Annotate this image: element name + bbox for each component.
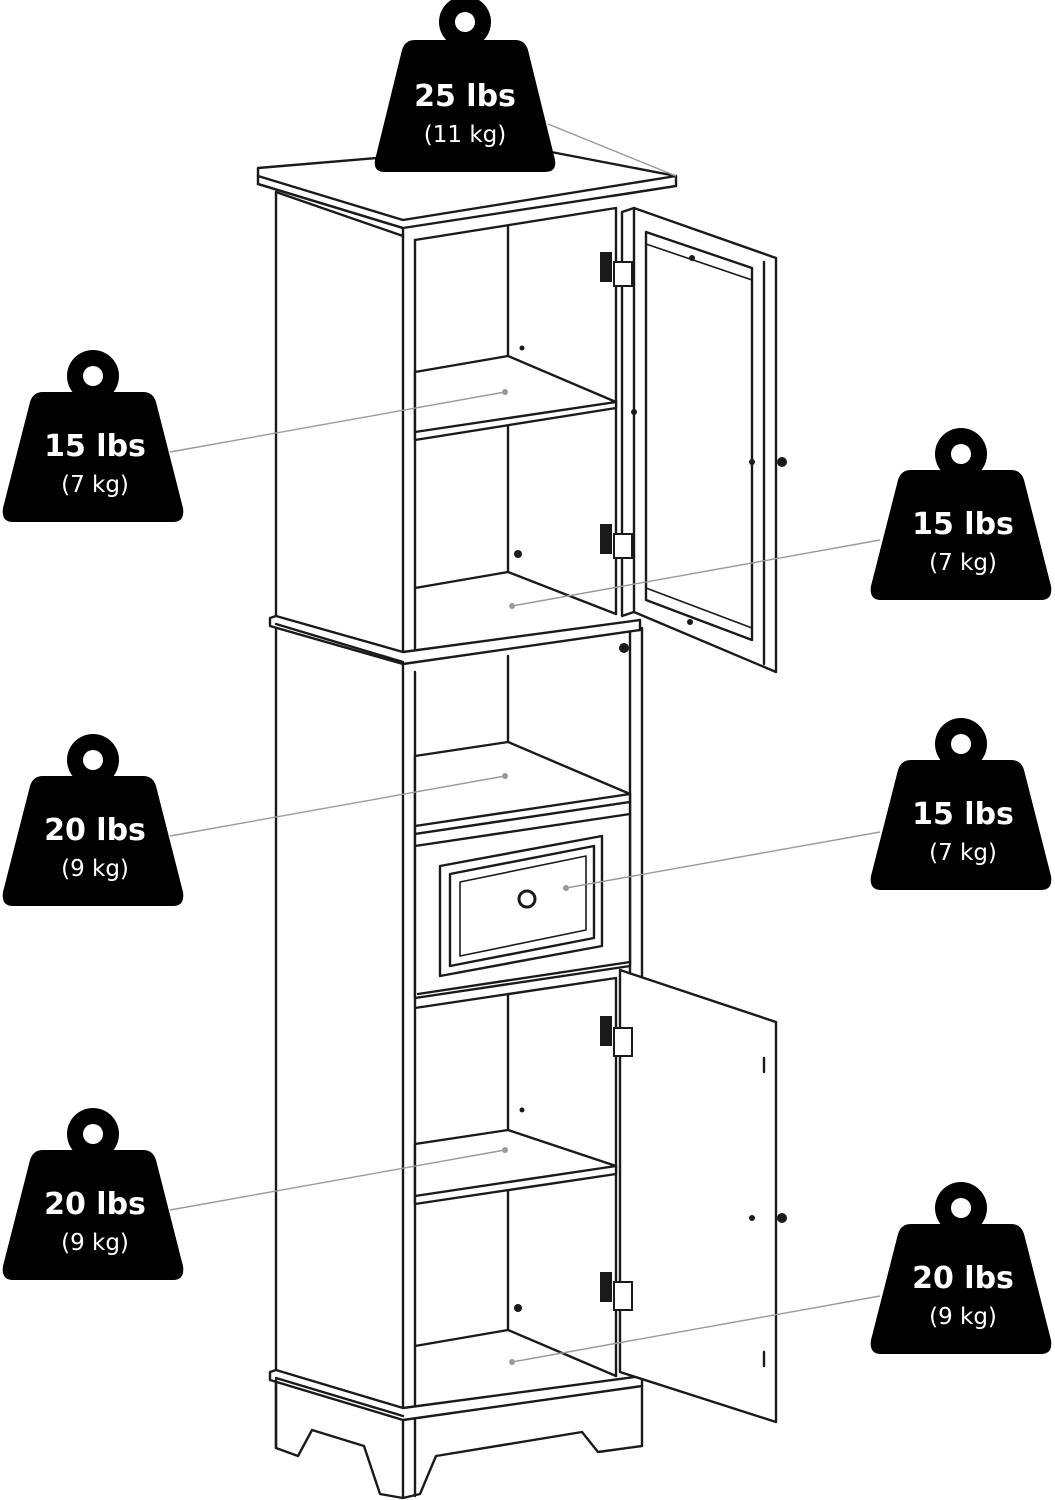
upper-door-knob[interactable] [777, 457, 787, 467]
weight-lower-shelf: 20 lbs (9 kg) [2, 1108, 184, 1280]
lower-compartment [413, 976, 618, 1378]
weight-upper-bottom: 15 lbs (7 kg) [870, 428, 1052, 600]
weight-icon [870, 1182, 1052, 1354]
weight-top-lbs: 25 lbs [414, 79, 516, 114]
lower-door-knob[interactable] [777, 1213, 787, 1223]
weight-drawer-kg: (7 kg) [929, 840, 997, 866]
cabinet-left-side [274, 190, 417, 1450]
leader-lower-bottom [511, 1295, 881, 1363]
weight-upper-bottom-kg: (7 kg) [929, 550, 997, 576]
weight-lower-bottom-lbs: 20 lbs [912, 1261, 1014, 1296]
weight-icon [2, 350, 184, 522]
weight-upper-shelf-lbs: 15 lbs [44, 429, 146, 464]
weight-lower-shelf-kg: (9 kg) [61, 1230, 129, 1256]
cabinet-top [256, 144, 678, 240]
weight-upper-shelf-kg: (7 kg) [61, 472, 129, 498]
leader-lines [169, 123, 881, 1365]
weight-icon [2, 1108, 184, 1280]
leader-upper-bottom [511, 539, 881, 607]
weight-drawer: 15 lbs (7 kg) [870, 718, 1052, 890]
leader-top [547, 123, 677, 177]
weight-icon [870, 428, 1052, 600]
cabinet-illustration [256, 144, 787, 1500]
weight-top-kg: (11 kg) [424, 122, 506, 148]
weight-lower-bottom: 20 lbs (9 kg) [870, 1182, 1052, 1354]
weight-open-shelf-kg: (9 kg) [61, 856, 129, 882]
leader-open-shelf [169, 775, 506, 837]
upper-door[interactable] [600, 206, 787, 674]
weight-open-shelf: 20 lbs (9 kg) [2, 734, 184, 906]
weight-icon [2, 734, 184, 906]
drawer[interactable] [413, 800, 632, 1000]
lower-door[interactable] [600, 968, 787, 1424]
leader-drawer [565, 831, 881, 889]
cabinet-middle-divider [268, 614, 642, 666]
drawer-knob[interactable] [517, 889, 537, 909]
weight-open-shelf-lbs: 20 lbs [44, 813, 146, 848]
weight-lower-shelf-lbs: 20 lbs [44, 1187, 146, 1222]
leader-lower-shelf [169, 1149, 506, 1211]
weight-icon [870, 718, 1052, 890]
weight-icon [374, 0, 556, 172]
leader-upper-shelf [169, 391, 506, 453]
weight-drawer-lbs: 15 lbs [912, 797, 1014, 832]
weight-upper-bottom-lbs: 15 lbs [912, 507, 1014, 542]
upper-compartment [413, 206, 618, 616]
cabinet-base [268, 1368, 644, 1500]
weight-lower-bottom-kg: (9 kg) [929, 1304, 997, 1330]
weight-upper-shelf: 15 lbs (7 kg) [2, 350, 184, 522]
weight-top: 25 lbs (11 kg) [374, 0, 556, 172]
